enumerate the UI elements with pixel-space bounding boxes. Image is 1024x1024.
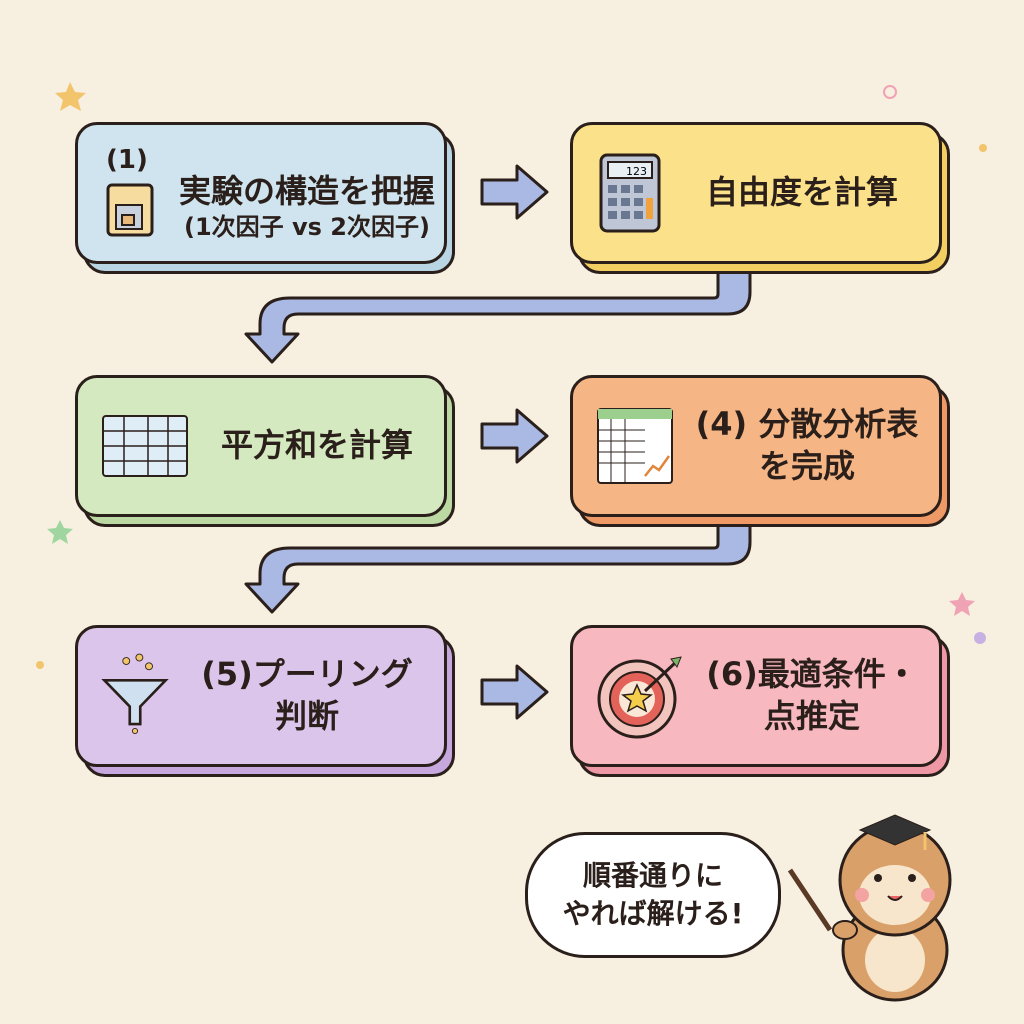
step-2-card: 123 自由度を計算 xyxy=(570,122,950,274)
target-star-icon xyxy=(597,656,682,739)
step-5-card: (5)プーリング 判断 xyxy=(75,625,455,777)
star-icon xyxy=(949,592,975,616)
arrow-down-left-1 xyxy=(244,270,752,364)
step-title-line2: 判断 xyxy=(274,697,339,735)
funnel-icon xyxy=(101,653,169,735)
arrow-right-3 xyxy=(480,664,549,720)
step-4-card: (4) 分散分析表 を完成 xyxy=(570,375,950,527)
box-icon xyxy=(106,183,154,237)
arrow-right-1 xyxy=(480,164,549,220)
step-title-line1: (6)最適条件・ xyxy=(706,655,918,694)
step-title-line2: 点推定 xyxy=(763,697,860,735)
step-title-line1: (5)プーリング xyxy=(201,655,413,694)
table-icon xyxy=(102,415,188,477)
step-title: 自由度を計算 xyxy=(705,173,898,212)
spreadsheet-chart-icon xyxy=(597,408,673,484)
step-1-card: (1) 実験の構造を把握 (1次因子 vs 2次因子) xyxy=(75,122,455,274)
decorations xyxy=(36,82,987,669)
arrow-down-left-2 xyxy=(244,520,752,614)
step-title: 実験の構造を把握 xyxy=(178,171,435,210)
star-icon xyxy=(47,520,73,544)
calculator-icon: 123 xyxy=(599,153,661,233)
step-number: (1) xyxy=(106,145,148,175)
step-subtitle: (1次因子 vs 2次因子) xyxy=(184,213,430,242)
calculator-display: 123 xyxy=(626,165,647,178)
star-icon xyxy=(55,82,86,111)
speech-bubble: 順番通りに やれば解ける! xyxy=(525,832,781,958)
step-3-card: 平方和を計算 xyxy=(75,375,455,527)
speech-line1: 順番通りに xyxy=(582,859,723,893)
step-title-line1: (4) 分散分析表 xyxy=(695,405,919,444)
step-title-line2: を完成 xyxy=(758,447,855,485)
step-6-card: (6)最適条件・ 点推定 xyxy=(570,625,950,777)
step-title: 平方和を計算 xyxy=(220,426,413,465)
arrow-right-2 xyxy=(480,408,549,464)
speech-line2: やれば解ける! xyxy=(562,897,744,930)
